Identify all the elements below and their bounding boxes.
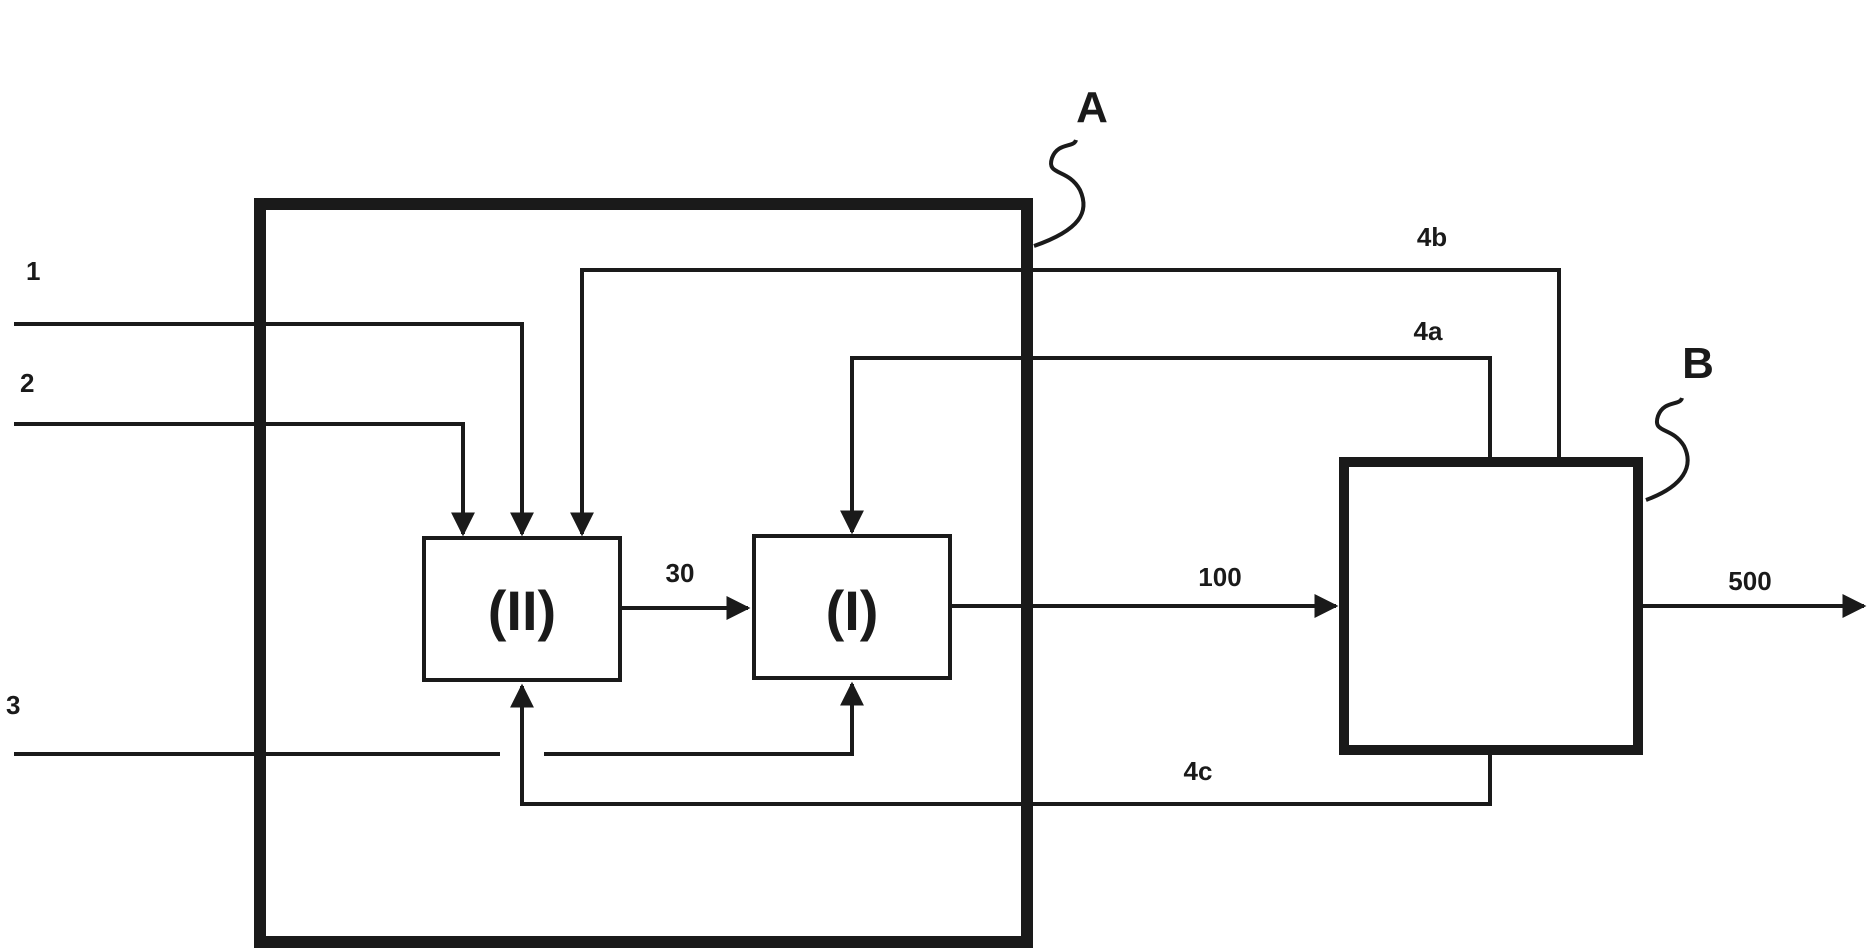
unit-B-leader — [1646, 398, 1688, 500]
stream-2-label: 2 — [20, 368, 34, 398]
stream-4c-label: 4c — [1184, 756, 1213, 786]
stream-4b-label: 4b — [1417, 222, 1447, 252]
stream-2-line — [14, 424, 463, 534]
stream-4a-line — [852, 358, 1490, 532]
stream-3-label: 3 — [6, 690, 20, 720]
stream-100-label: 100 — [1198, 562, 1241, 592]
stream-3-line-right — [544, 684, 852, 754]
unit-B-letter: B — [1682, 339, 1714, 388]
block-I-label: (I) — [826, 579, 879, 642]
stream-1-line — [14, 324, 522, 534]
stream-1-label: 1 — [26, 256, 40, 286]
unit-B-box — [1344, 462, 1638, 750]
unit-A-leader — [1034, 140, 1084, 246]
stream-4b-line — [582, 270, 1559, 534]
stream-30-label: 30 — [666, 558, 695, 588]
stream-500-label: 500 — [1728, 566, 1771, 596]
unit-A-letter: A — [1076, 83, 1108, 132]
stream-4a-label: 4a — [1414, 316, 1443, 346]
block-II-label: (II) — [488, 579, 556, 642]
